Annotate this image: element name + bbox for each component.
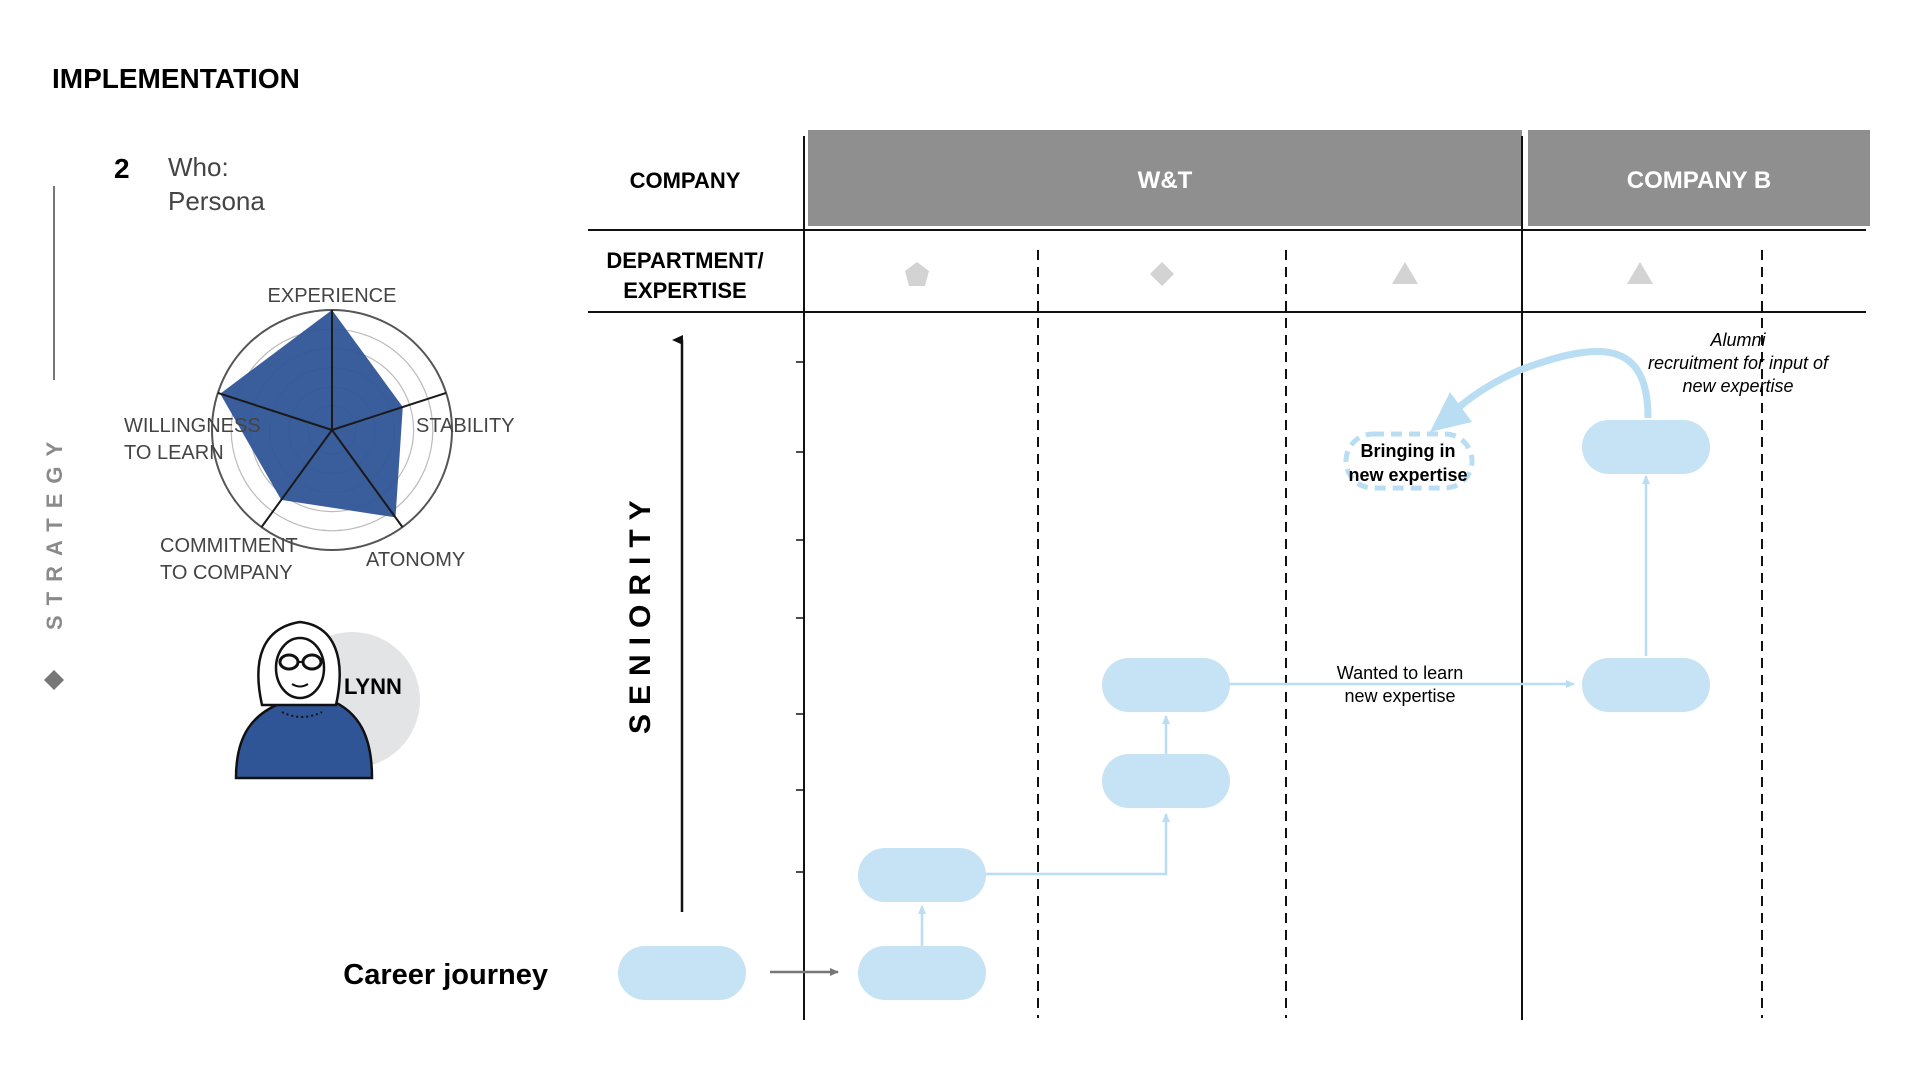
avatar-face (274, 636, 326, 700)
journey-node-1 (858, 946, 986, 1000)
journey-connectors (770, 475, 1650, 976)
wanted-line2: new expertise (1344, 686, 1455, 706)
journey-node-2 (858, 848, 986, 902)
radar-axis-atonomy (331, 429, 404, 528)
career-journey-label: Career journey (343, 959, 548, 991)
radar-value-shape (220, 310, 403, 518)
radar-label-willingness: TO LEARN (124, 442, 224, 464)
radar-axes (217, 310, 447, 528)
diamond-icon (1150, 262, 1174, 286)
company-b-header-band (1528, 130, 1870, 226)
company-header: COMPANY (630, 168, 741, 193)
page-title: IMPLEMENTATION (52, 63, 300, 94)
radar-label-willingness: WILLINGNESS (124, 415, 261, 437)
alumni-line1: Alumni (1709, 330, 1766, 350)
radar-axis-willingness (217, 391, 333, 431)
radar-label-commitment: COMMITMENT (160, 535, 298, 557)
radar-axis-commitment (260, 429, 333, 528)
seniority-ticks (796, 361, 804, 873)
strategy-diamond-icon (44, 670, 64, 690)
triangle-icon (1392, 262, 1418, 284)
persona-radar-chart: EXPERIENCE STABILITY ATONOMY COMMITMENT TO C… (124, 285, 515, 584)
alumni-line2: recruitment for input of (1648, 353, 1830, 373)
glasses-icon (278, 653, 323, 671)
radar-label-commitment: TO COMPANY (160, 562, 293, 584)
radar-label-stability: STABILITY (416, 415, 515, 437)
connector-step-2 (986, 813, 1170, 876)
avatar-necklace (281, 711, 323, 718)
department-dividers (1037, 250, 1763, 1018)
persona-avatar: LYNN (234, 620, 420, 780)
company-b-label: COMPANY B (1627, 167, 1771, 194)
triangle-icon-company-b (1627, 262, 1653, 284)
bringing-line1: Bringing in (1361, 441, 1456, 461)
section-who: Who: (168, 152, 229, 182)
company-a-header-band (808, 130, 1522, 226)
section-number: 2 (114, 153, 130, 184)
section-persona: Persona (168, 186, 265, 216)
seniority-label: SENIORITY (624, 491, 657, 734)
avatar-mouth (291, 683, 309, 688)
alumni-arrow-head (1430, 392, 1472, 432)
radar-label-experience: EXPERIENCE (268, 285, 397, 307)
journey-node-4 (1102, 658, 1230, 712)
journey-node-start (618, 946, 746, 1000)
journey-node-company-b-1 (1582, 658, 1710, 712)
bringing-expertise-node (1343, 431, 1475, 491)
strategy-label: STRATEGY (42, 432, 67, 630)
journey-node-company-b-2 (1582, 420, 1710, 474)
persona-name: LYNN (344, 674, 402, 699)
company-a-label: W&T (1138, 167, 1193, 194)
alumni-line3: new expertise (1682, 376, 1793, 396)
radar-labels: EXPERIENCE STABILITY ATONOMY COMMITMENT TO C… (124, 285, 515, 584)
department-header-line2: EXPERTISE (623, 278, 746, 303)
pentagon-icon (905, 262, 929, 286)
alumni-curved-arrow (1445, 347, 1652, 421)
wanted-line1: Wanted to learn (1337, 663, 1463, 683)
journey-node-3 (1102, 754, 1230, 808)
radar-label-atonomy: ATONOMY (366, 549, 465, 571)
radar-axis-stability (331, 391, 447, 431)
department-header-line1: DEPARTMENT/ (606, 248, 763, 273)
bringing-line2: new expertise (1348, 465, 1467, 485)
journey-nodes (618, 420, 1710, 1000)
